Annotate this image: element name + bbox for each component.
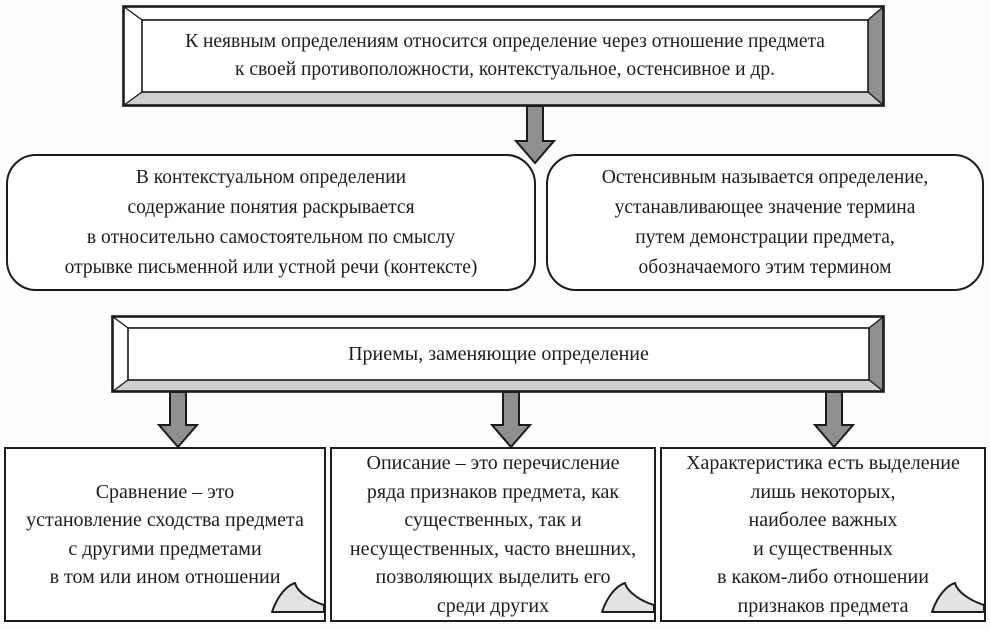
description-note-line: существенных, так и [404,509,582,531]
down-arrow-icon [513,105,557,170]
comparison-note-line: в том или ином отношении [49,566,281,588]
top-box-line: к своей противоположности, контекстуальн… [234,59,776,80]
page-curl-icon [600,580,656,623]
down-arrow-icon [156,391,200,454]
characteristic-note-line: лишь некоторых, [750,480,896,503]
comparison-note: Сравнение – это установление сходства пр… [4,447,326,622]
characteristic-note-line: в каком-либо отношении [717,566,929,588]
characteristic-note-line: признаков предмета [737,594,909,617]
top-definition-box: К неявным определениям относится определ… [122,5,885,107]
contextual-definition-box: В контекстуальном определении содержание… [6,154,536,291]
ostensive-box-line: путем демонстрации предмета, [635,226,895,248]
contextual-box-line: В контекстуальном определении [135,166,407,188]
contextual-box-line: отрывке письменной или устной речи (конт… [64,256,478,278]
down-arrow-icon [812,391,856,454]
description-note-line: среди других [436,594,550,617]
comparison-note-line: Сравнение – это [95,480,235,503]
ostensive-definition-box: Остенсивным называется определение, уста… [546,154,984,291]
contextual-box-line: в относительно самостоятельном по смыслу [86,226,456,248]
down-arrow-icon [489,391,533,454]
methods-box-label: Приемы, заменяющие определение [348,343,649,365]
characteristic-note: Характеристика есть выделение лишь некот… [660,447,986,622]
characteristic-note-line: и существенных [753,537,893,560]
description-note-line: Описание – это перечисление [366,452,620,474]
comparison-note-line: с другими предметами [68,537,262,560]
3d-frame [111,315,885,393]
ostensive-box-line: обозначаемого этим термином [638,256,892,278]
ostensive-box-line: Остенсивным называется определение, [601,166,929,188]
description-note-line: позволяющих выделить его [375,566,611,588]
page-curl-icon [930,580,986,623]
top-box-line: К неявным определениям относится определ… [185,31,825,52]
description-note-line: несущественных, часто внешних, [349,537,637,560]
comparison-note-line: установление сходства предмета [26,509,304,531]
ostensive-box-line: устанавливающее значение термина [614,196,916,218]
page-curl-icon [270,580,326,623]
characteristic-note-line: наиболее важных [748,509,898,531]
3d-frame [122,5,885,107]
methods-box: Приемы, заменяющие определение [111,315,885,393]
contextual-box-line: содержание понятия раскрывается [127,196,415,218]
description-note-line: ряда признаков предмета, как [366,480,620,503]
characteristic-note-line: Характеристика есть выделение [686,452,960,474]
description-note: Описание – это перечисление ряда признак… [330,447,656,622]
